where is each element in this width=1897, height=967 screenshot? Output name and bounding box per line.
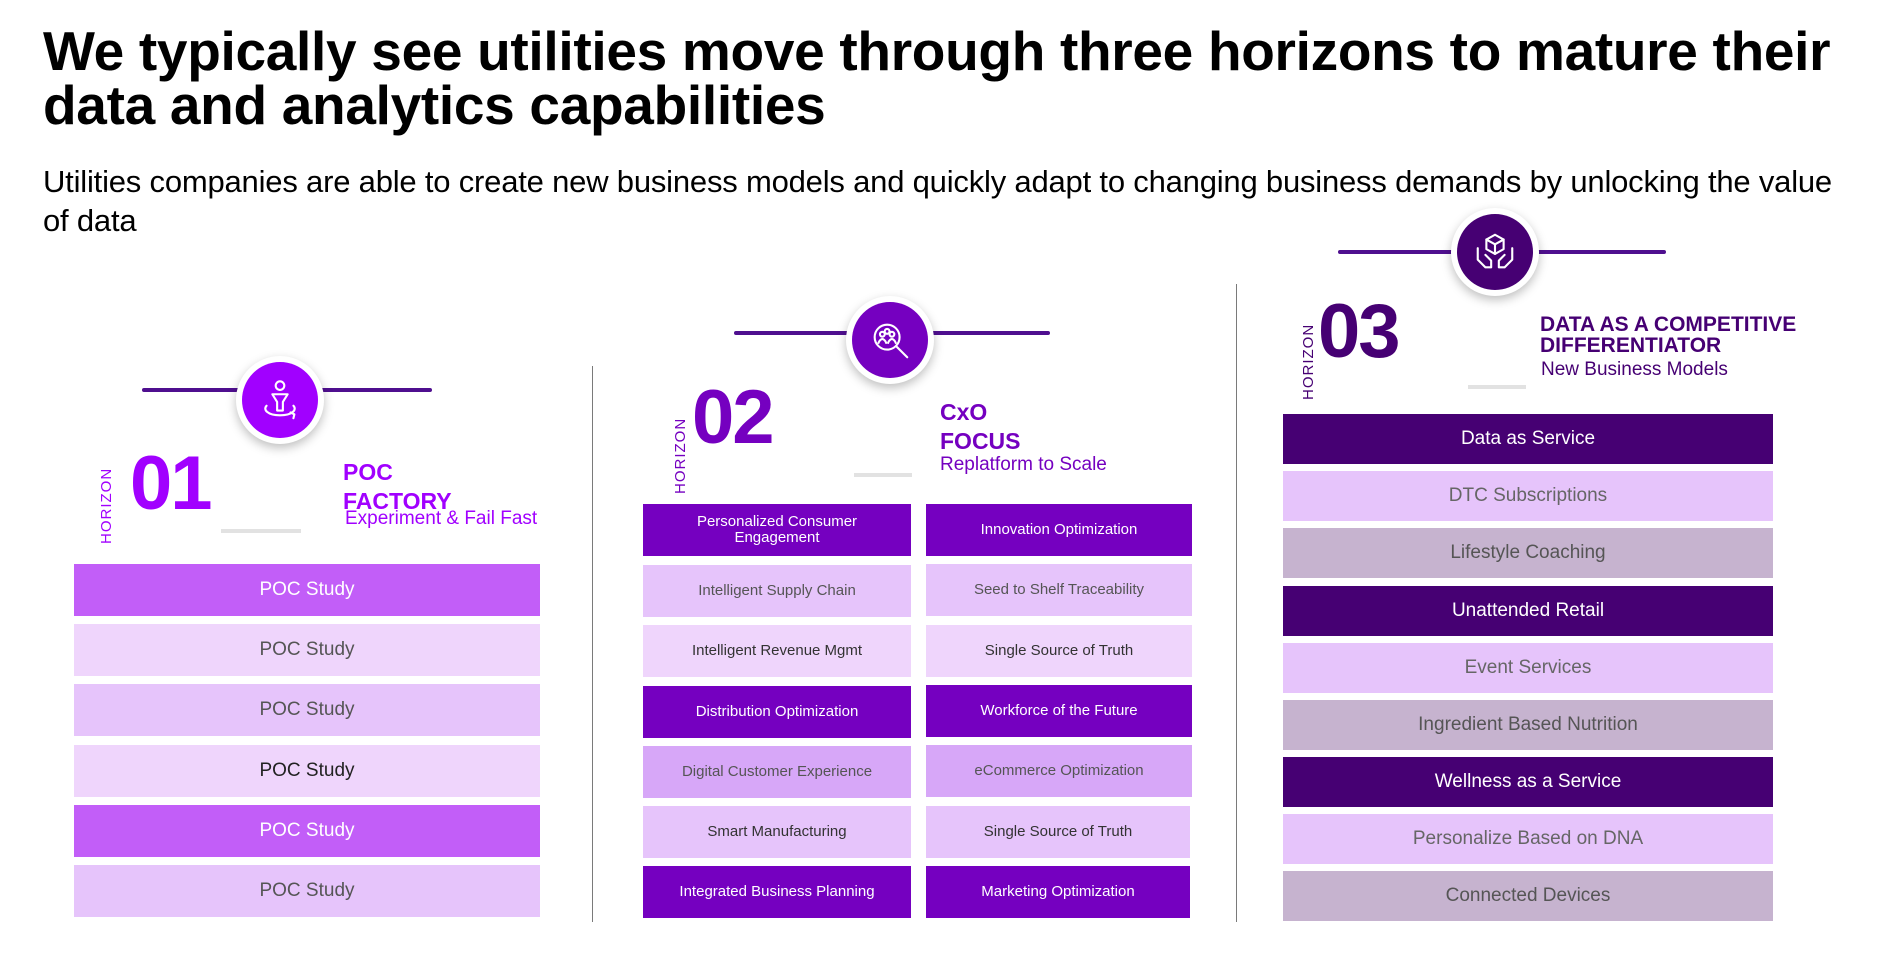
business-model-box: Unattended Retail [1283, 586, 1773, 636]
divider-2-3 [1236, 284, 1237, 922]
horizon-02-icon-badge [846, 296, 934, 384]
business-model-box: Ingredient Based Nutrition [1283, 700, 1773, 750]
poc-study-box: POC Study [74, 805, 540, 857]
horizon-02-label: HORIZON [672, 417, 689, 494]
poc-study-box: POC Study [74, 564, 540, 616]
horizon-01-heading-line-2: FACTORY [343, 488, 452, 514]
use-case-box: Innovation Optimization [926, 504, 1192, 556]
horizon-02-heading-line-1: CxO [940, 399, 988, 425]
horizon-03-subheading: New Business Models [1541, 359, 1728, 380]
business-model-box: Wellness as a Service [1283, 757, 1773, 807]
horizon-01-heading-line-1: POC [343, 459, 393, 485]
page-title: We typically see utilities move through … [43, 20, 1831, 136]
hands-cube-icon [1476, 233, 1514, 269]
magnify-people-icon [873, 323, 909, 359]
use-case-box: Workforce of the Future [926, 685, 1192, 737]
horizon-01-subheading: Experiment & Fail Fast [345, 508, 538, 529]
horizon-03-icon-badge [1451, 208, 1539, 296]
business-model-box: Data as Service [1283, 414, 1773, 464]
use-case-box: Distribution Optimization [643, 686, 911, 738]
business-model-box: Lifestyle Coaching [1283, 528, 1773, 578]
horizon-02-subheading: Replatform to Scale [940, 454, 1107, 475]
horizon-01-icon-badge [236, 356, 324, 444]
horizon-02-heading-line-2: FOCUS [940, 428, 1021, 454]
use-case-box: Single Source of Truth [926, 625, 1192, 677]
horizon-01-grey-line [221, 529, 301, 533]
person-target-cycle-icon [264, 380, 296, 420]
poc-study-box: POC Study [74, 745, 540, 797]
business-model-box: DTC Subscriptions [1283, 471, 1773, 521]
use-case-box: eCommerce Optimization [926, 745, 1192, 797]
use-case-box: Intelligent Revenue Mgmt [643, 625, 911, 677]
use-case-box: Integrated Business Planning [643, 866, 911, 918]
use-case-box: Marketing Optimization [926, 866, 1190, 918]
use-case-box: Single Source of Truth [926, 806, 1190, 858]
page-subtitle: Utilities companies are able to create n… [43, 164, 1832, 238]
horizon-03-heading-line-2: DIFFERENTIATOR [1540, 334, 1722, 357]
business-model-box: Personalize Based on DNA [1283, 814, 1773, 864]
poc-study-box: POC Study [74, 624, 540, 676]
poc-study-box: POC Study [74, 684, 540, 736]
horizon-03-heading-line-1: DATA AS A COMPETITIVE [1540, 313, 1797, 336]
poc-study-box: POC Study [74, 865, 540, 917]
horizon-01-label: HORIZON [98, 467, 115, 544]
business-model-box: Event Services [1283, 643, 1773, 693]
horizon-03-grey-line [1468, 385, 1526, 389]
use-case-box: Digital Customer Experience [643, 746, 911, 798]
divider-1-2 [592, 366, 593, 922]
use-case-box: Seed to Shelf Traceability [926, 564, 1192, 616]
horizon-02-grey-line [854, 473, 912, 477]
use-case-box: Intelligent Supply Chain [643, 565, 911, 617]
horizon-01-number: 01 [130, 441, 213, 526]
business-model-box: Connected Devices [1283, 871, 1773, 921]
horizon-03-label: HORIZON [1300, 323, 1317, 400]
horizon-03-number: 03 [1318, 289, 1401, 374]
use-case-box: Personalized Consumer Engagement [643, 504, 911, 556]
horizon-02-number: 02 [692, 375, 775, 460]
use-case-box: Smart Manufacturing [643, 806, 911, 858]
